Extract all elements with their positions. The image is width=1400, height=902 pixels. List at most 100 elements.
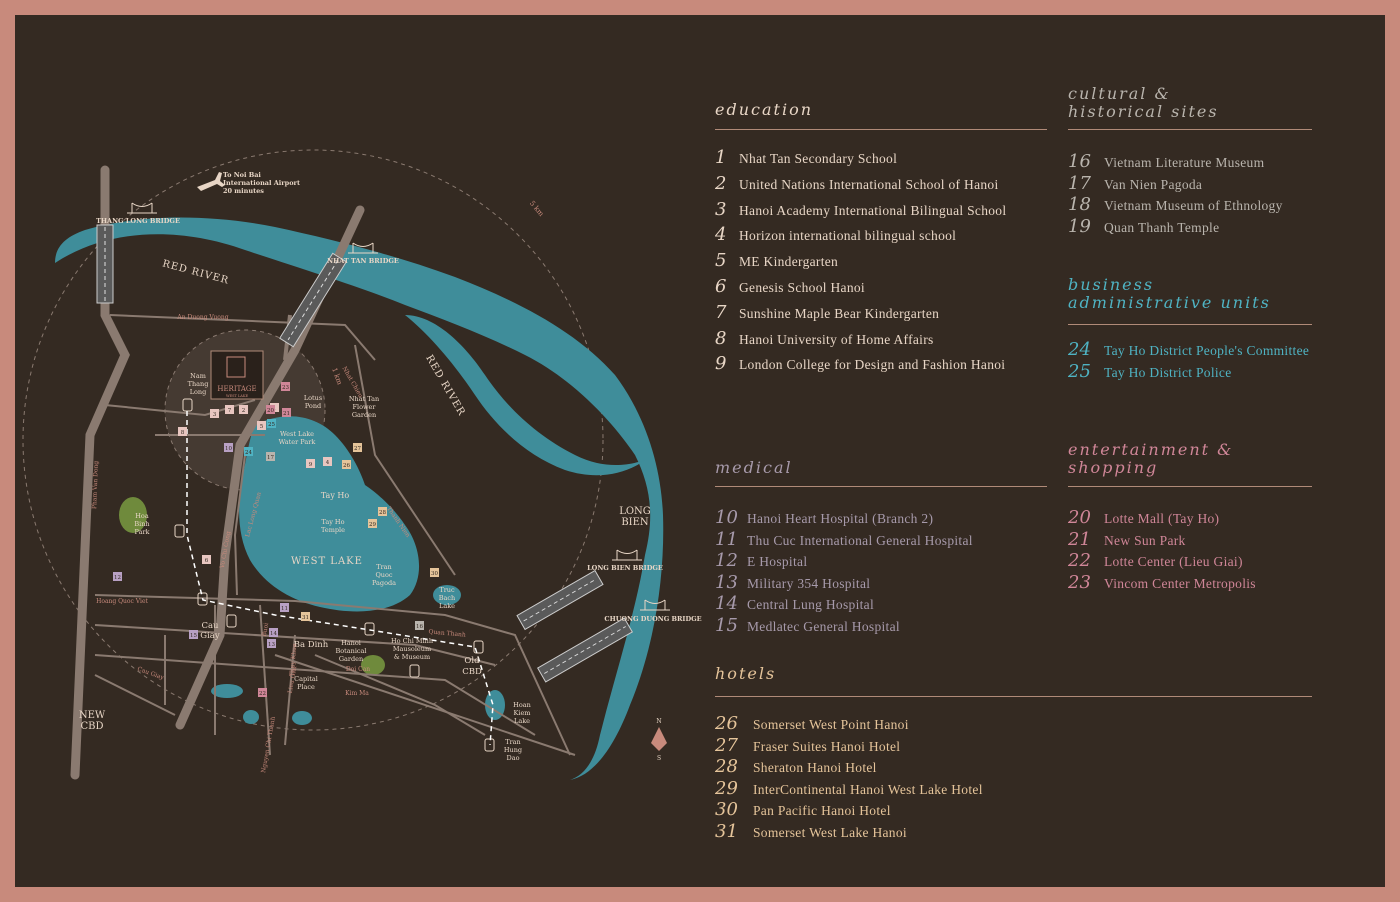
- legend-education: education: [715, 101, 1315, 119]
- map-markers: 1234567891011121314151617202122232425262…: [113, 382, 439, 697]
- cultural-divider: [1068, 129, 1312, 130]
- map-marker-7: 7: [225, 405, 234, 414]
- legend-cultural: cultural & historical sites: [1068, 85, 1368, 121]
- road-thuy-khue: Thuy Khue: [289, 643, 299, 677]
- metro-icon-6: [174, 524, 185, 538]
- legend-number: 6: [715, 276, 727, 297]
- education-divider: [715, 129, 1047, 130]
- cultural-heading-2: historical sites: [1068, 102, 1219, 121]
- hoa-binh-0: Hoa: [135, 512, 149, 520]
- old-cbd-2: CBD: [462, 667, 482, 677]
- legend-number: 8: [715, 327, 727, 349]
- botanical-1: Botanical: [335, 647, 366, 655]
- map-marker-number: 24: [245, 450, 252, 456]
- map-marker-15: 15: [189, 630, 198, 639]
- map-marker-24: 24: [244, 447, 253, 456]
- map-marker-10: 10: [224, 443, 233, 452]
- map-marker-number: 3: [213, 412, 217, 418]
- metro-icon-old-cbd: [473, 640, 484, 654]
- map-marker-number: 9: [309, 462, 313, 468]
- airplane-icon: [197, 172, 225, 191]
- botanical-0: Hanoi: [341, 639, 361, 647]
- legend-label: Thu Cuc International General Hospital: [747, 532, 973, 548]
- airport-line-1: To Noi Bai: [223, 171, 261, 179]
- nhat-tan-bridge-deck: [279, 252, 347, 348]
- metro-icon-tran-hung-dao: [484, 738, 495, 752]
- legend-number: 27: [715, 734, 738, 756]
- hoa-binh-1: Binh: [134, 520, 149, 528]
- map-marker-number: 11: [281, 606, 288, 612]
- nhat-tan-bridge-icon: [348, 242, 378, 254]
- nhat-tan-bridge-label: NHAT TAN BRIDGE: [327, 257, 399, 265]
- legend-label: Quan Thanh Temple: [1104, 219, 1220, 235]
- map-marker-number: 17: [267, 455, 274, 461]
- road-quan-thanh: Quan Thanh: [428, 628, 466, 638]
- map-marker-number: 30: [431, 571, 438, 577]
- heritage-west-lake-logo: [210, 350, 264, 400]
- hoa-binh-park-shape: [119, 497, 147, 533]
- map-marker-22: 22: [258, 688, 267, 697]
- west-lake-label: WEST LAKE: [291, 556, 363, 567]
- legend-label: Van Nien Pagoda: [1104, 176, 1203, 192]
- legend-number: 1: [715, 147, 727, 168]
- water-park-0: West Lake: [280, 430, 314, 438]
- legend-label: Somerset West Lake Hanoi: [753, 824, 907, 840]
- red-river-label-1: RED RIVER: [161, 258, 230, 286]
- legend-label: Genesis School Hanoi: [739, 280, 865, 295]
- map-marker-9: 9: [306, 459, 315, 468]
- tran-quoc-0: Tran: [376, 563, 392, 571]
- legend-number: 28: [715, 756, 738, 777]
- legend-number: 16: [1068, 151, 1091, 172]
- map-marker-number: 6: [205, 558, 209, 564]
- legend-number: 13: [715, 571, 738, 593]
- legend-number: 31: [715, 820, 738, 842]
- map-marker-5: 5: [257, 421, 266, 430]
- road-lieu-giai: Lieu Giai: [287, 666, 299, 694]
- map-marker-12: 12: [113, 572, 122, 581]
- hoan-kiem-1: Kiem: [514, 709, 531, 717]
- distance-five-km: 5 km: [528, 199, 546, 218]
- capital-place-0: Capital: [294, 675, 318, 683]
- botanical-garden-shape: [361, 655, 385, 675]
- map-marker-number: 5: [260, 424, 264, 430]
- legend-label: Hanoi Academy International Bilingual Sc…: [739, 202, 1007, 218]
- legend-entertainment: entertainment & shopping: [1068, 441, 1368, 477]
- road-hoang-quoc-viet: Hoang Quoc Viet: [96, 598, 148, 605]
- entertainment-heading-1: entertainment &: [1068, 440, 1234, 459]
- legend-hotels: hotels: [715, 665, 1015, 683]
- legend-number: 7: [715, 301, 727, 323]
- legend-label: Pan Pacific Hanoi Hotel: [753, 803, 891, 818]
- map-marker-number: 16: [416, 624, 423, 630]
- chuong-duong-bridge-icon: [640, 599, 670, 611]
- legend-label: London College for Design and Fashion Ha…: [739, 357, 1006, 373]
- lotus-pond-1: Pond: [305, 402, 321, 410]
- airport-line-2: International Airport: [223, 179, 300, 187]
- capital-place-1: Place: [297, 683, 315, 691]
- west-lake: [239, 416, 420, 612]
- map-marker-28: 28: [378, 507, 387, 516]
- cau-giay-2: Giay: [200, 631, 220, 641]
- thu-le-lake: [211, 684, 243, 698]
- legend-label: Fraser Suites Hanoi Hotel: [753, 738, 901, 754]
- legend-number: 15: [715, 614, 738, 636]
- map-marker-number: 13: [268, 642, 275, 648]
- legend-label: ME Kindergarten: [739, 254, 839, 270]
- road-an-duong-vuong: An Duong Vuong: [176, 314, 228, 321]
- metro-icon-12: [226, 614, 237, 628]
- map-marker-31: 31: [301, 612, 310, 621]
- road-pham-van-dong: Pham Van Dong: [91, 461, 100, 510]
